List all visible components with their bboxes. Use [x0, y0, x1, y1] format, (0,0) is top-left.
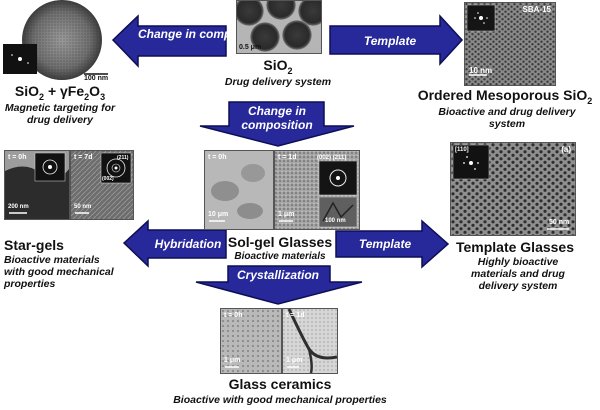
template-glasses-subtitle: Highly bioactive materials and drug deli… [471, 256, 565, 292]
stargels-micrograph-0h: t = 0h 200 nm [4, 150, 70, 220]
magnetic-subtitle: Magnetic targeting for drug delivery [4, 102, 116, 126]
template-glasses-scale: 50 nm [549, 219, 570, 226]
template-glasses-title: Template Glasses [455, 239, 575, 255]
solgel-micrograph-0h: t = 0h 10 μm [204, 150, 274, 230]
ceramics-t1: t = 1d [286, 312, 305, 319]
mesoporous-scale: 10 nm [469, 66, 493, 75]
stargels-subtitle: Bioactive materials with good mechanical… [4, 254, 114, 290]
solgel-t0: t = 0h [208, 154, 227, 161]
sio2-title: SiO2 [263, 57, 293, 76]
arrow-mid-left [122, 219, 227, 268]
solgel-subtitle: Bioactive materials [234, 251, 326, 262]
ceramics-title: Glass ceramics [228, 376, 332, 392]
stargels-t7: t = 7d [74, 154, 93, 161]
arrow-label-center-down: Change in composition [241, 104, 313, 132]
arrow-center-down [199, 101, 355, 147]
solgel-scale2: 1 μm [278, 211, 295, 218]
solgel-micrograph-1d: t = 1d (002) (211) 1 μm 100 nm [274, 150, 360, 230]
stargels-title: Star-gels [4, 237, 64, 253]
stargels-scale2: 50 nm [74, 204, 92, 210]
arrow-label-top-right: Template [363, 34, 417, 48]
mesoporous-subtitle: Bioactive and drug delivery system [438, 106, 576, 130]
stargels-micrograph-7d: t = 7d (211) (002) 50 nm [70, 150, 134, 220]
solgel-planes: (002) (211) [317, 155, 347, 161]
sio2-scale: 0.5 μm [239, 44, 262, 51]
ceramics-t0: t = 0h [224, 312, 243, 319]
solgel-title: Sol-gel Glasses [227, 234, 333, 250]
solgel-scale3: 100 nm [325, 218, 346, 224]
ceramics-micrograph-0h: t = 0h 1 μm [220, 308, 282, 374]
template-glasses-micrograph: (a) [110] 50 nm [450, 142, 576, 236]
magnetic-scale: 100 nm [84, 75, 109, 82]
sio2-subtitle: Drug delivery system [224, 76, 332, 88]
mesoporous-micrograph: SBA-15 10 nm [464, 2, 556, 86]
ceramics-micrograph-1d: t = 1d 1 μm [282, 308, 338, 374]
arrow-label-mid-right: Template [358, 237, 412, 251]
arrow-label-bottom-down: Crystallization [236, 268, 320, 282]
arrow-label-mid-left: Hybridation [154, 237, 222, 251]
template-glasses-inset: [110] [455, 147, 469, 153]
stargels-planes-a: (211) [117, 155, 129, 161]
magnetic-micrograph: 100 nm [0, 0, 112, 84]
ceramics-subtitle: Bioactive with good mechanical propertie… [173, 394, 387, 406]
template-glasses-badge: (a) [561, 145, 571, 154]
stargels-scale1: 200 nm [8, 204, 29, 210]
mesoporous-badge: SBA-15 [522, 5, 551, 14]
mesoporous-title: Ordered Mesoporous SiO2 [417, 87, 593, 106]
stargels-planes-b: (002) [102, 176, 114, 182]
arrow-mid-right [335, 219, 450, 269]
magnetic-title: SiO2 + γFe2O3 [14, 83, 106, 102]
sio2-micrograph: 0.5 μm [236, 0, 322, 54]
ceramics-scale1: 1 μm [224, 357, 241, 364]
stargels-t0: t = 0h [8, 154, 27, 161]
ceramics-scale2: 1 μm [286, 357, 303, 364]
solgel-scale1: 10 μm [208, 211, 229, 218]
arrow-top-left [111, 14, 227, 68]
solgel-t1: t = 1d [278, 154, 297, 161]
arrow-top-right [329, 14, 464, 66]
arrow-bottom-down [195, 265, 363, 305]
arrow-label-top-left: Change in composition [138, 27, 271, 41]
